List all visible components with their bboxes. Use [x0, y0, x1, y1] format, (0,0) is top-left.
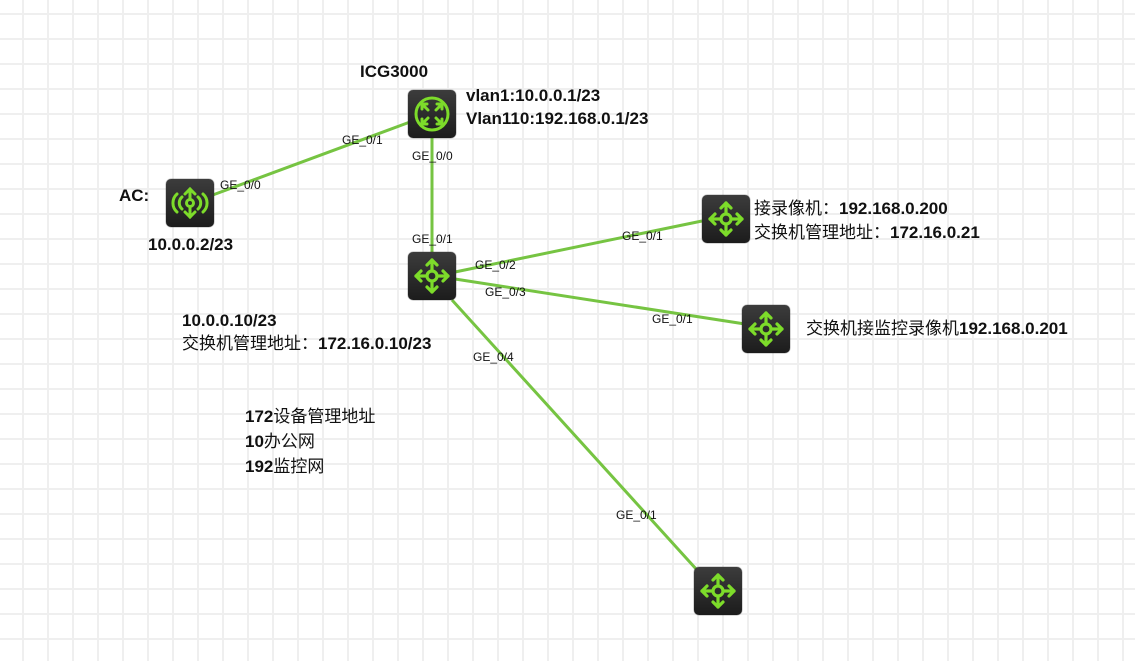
wireless-controller-ac[interactable] — [166, 179, 214, 227]
switch-icon — [414, 258, 450, 294]
switch-recorder-200[interactable] — [702, 195, 750, 243]
core-mgmt-label: 交换机管理地址：172.16.0.10/23 — [182, 334, 432, 354]
link-core-sw2[interactable] — [454, 277, 746, 326]
router-info-line: Vlan110:192.168.0.1/23 — [466, 109, 649, 128]
port-label: GE_0/4 — [473, 350, 514, 364]
sw1-info-line: 接录像机：192.168.0.200 — [754, 199, 948, 219]
sw1-info-line: 交换机管理地址：172.16.0.21 — [754, 223, 980, 243]
ac-wireless-icon — [171, 186, 209, 220]
switch-recorder-201[interactable] — [742, 305, 790, 353]
note-line: 172设备管理地址 — [245, 407, 376, 427]
port-label: GE_0/2 — [475, 258, 516, 272]
port-label: GE_0/0 — [220, 178, 261, 192]
link-core-sw1[interactable] — [454, 219, 703, 274]
port-label: GE_0/1 — [342, 133, 383, 147]
switch-icon — [708, 201, 744, 237]
router-info-line: vlan1:10.0.0.1/23 — [466, 86, 601, 105]
router-icon — [414, 96, 450, 132]
switch-icon — [700, 573, 736, 609]
link-core-sw3[interactable] — [450, 298, 699, 572]
port-label: GE_0/1 — [616, 508, 657, 522]
port-label: GE_0/1 — [652, 312, 693, 326]
link-ac-icg[interactable] — [209, 120, 411, 198]
switch-bottom[interactable] — [694, 567, 742, 615]
router-name-label: ICG3000 — [360, 62, 429, 81]
ac-name-label: AC: — [119, 186, 150, 205]
ac-ip-label: 10.0.0.2/23 — [148, 235, 234, 254]
port-label: GE_0/3 — [485, 285, 526, 299]
port-label: GE_0/0 — [412, 149, 453, 163]
router-icg3000[interactable] — [408, 90, 456, 138]
port-label: GE_0/1 — [622, 229, 663, 243]
sw2-info-label: 交换机接监控录像机192.168.0.201 — [806, 319, 1068, 339]
core-ip-label: 10.0.0.10/23 — [182, 311, 277, 330]
switch-icon — [748, 311, 784, 347]
switch-core[interactable] — [408, 252, 456, 300]
note-line: 10办公网 — [245, 432, 315, 452]
port-label: GE_0/1 — [412, 232, 453, 246]
note-line: 192监控网 — [245, 457, 325, 477]
